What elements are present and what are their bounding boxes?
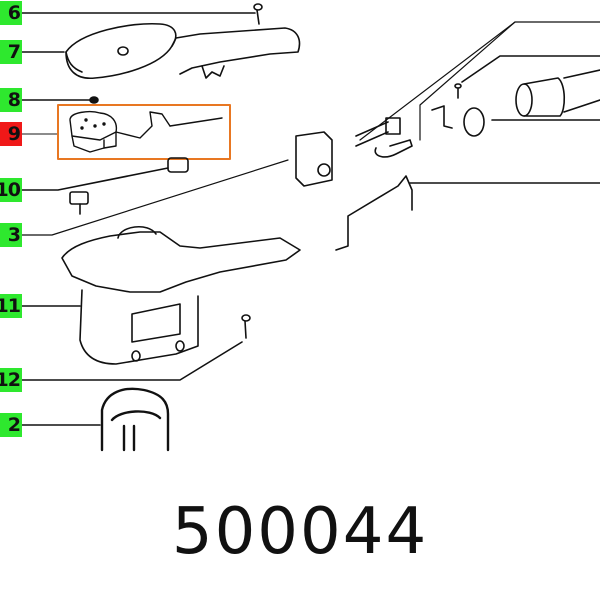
- leader-line-12: [21, 341, 243, 381]
- callout-2[interactable]: 2: [0, 413, 22, 437]
- right-leader-2: [461, 55, 600, 83]
- part-switch-3: [295, 131, 333, 187]
- highlight-box-9: [57, 104, 231, 160]
- callout-12[interactable]: 12: [0, 368, 22, 392]
- part-cable-connector: [515, 69, 600, 117]
- part-field-coil-2: [100, 387, 170, 452]
- part-switch-slider-10: [69, 191, 89, 215]
- right-leader-1: [419, 21, 600, 141]
- callout-10[interactable]: 10: [0, 178, 22, 202]
- part-cable-clamp: [355, 117, 413, 158]
- callout-7[interactable]: 7: [0, 40, 22, 64]
- part-motor-housing-11: [61, 226, 301, 365]
- part-handle-cover-7: [65, 22, 301, 79]
- leader-line-3: [21, 159, 289, 236]
- part-small-screw: [454, 83, 462, 99]
- part-cable-socket: [431, 105, 485, 137]
- callout-9[interactable]: 9: [0, 122, 22, 146]
- part-number: 500044: [171, 495, 429, 569]
- part-wire-bracket: [335, 175, 413, 251]
- callout-8[interactable]: 8: [0, 88, 22, 112]
- part-screw-6: [253, 3, 263, 25]
- callout-11[interactable]: 11: [0, 294, 22, 318]
- part-seal-8: [89, 96, 99, 104]
- callout-3[interactable]: 3: [0, 223, 22, 247]
- part-electronic-module-9: [69, 111, 223, 153]
- part-switch-cap: [167, 157, 189, 173]
- part-screw-12: [241, 314, 251, 339]
- callout-6[interactable]: 6: [0, 1, 22, 25]
- leader-line-10: [21, 167, 169, 191]
